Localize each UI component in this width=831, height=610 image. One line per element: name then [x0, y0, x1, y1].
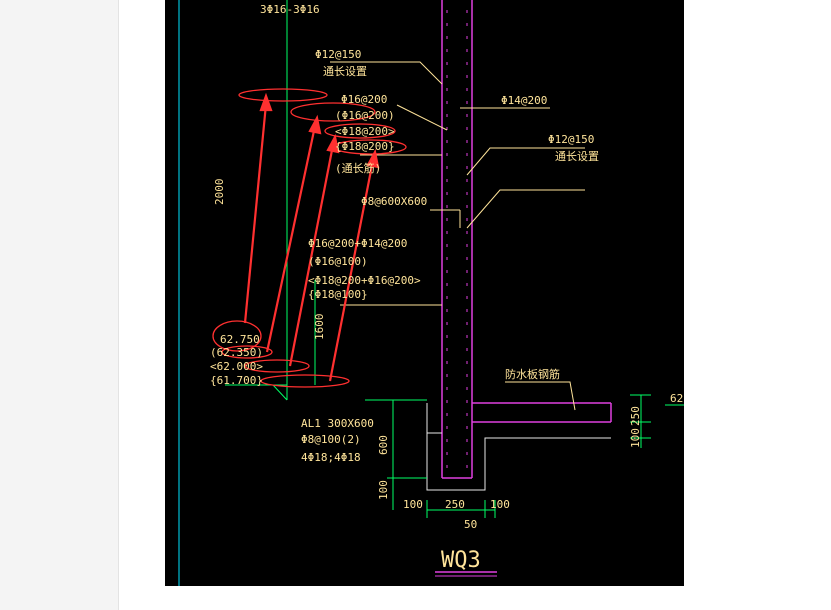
label-waterproof: 防水板钢筋: [505, 367, 560, 381]
wall-section-diagram: 3Φ16-3Φ16 Φ12@150 通长设置 Φ14@200 Φ12@150 通…: [178, 0, 684, 586]
label-elev-4: {61.700}: [210, 374, 263, 387]
label-vert-rebar-4: {Φ18@200}: [335, 140, 395, 153]
label-dim-600: 600: [377, 435, 390, 455]
annotation-ellipse-8: [260, 374, 350, 388]
wall-outline: [441, 0, 612, 479]
label-dist-note-2: Φ12@150: [548, 133, 594, 146]
annotation-arrow-3: [288, 144, 335, 367]
label-beam-bars: 4Φ18;4Φ18: [301, 451, 361, 464]
label-horiz-rebar: Φ14@200: [501, 94, 547, 107]
label-dim-100-right: 100: [629, 428, 642, 448]
label-dim-250-right: 250: [629, 406, 642, 426]
annotation-ellipses: [212, 88, 407, 388]
left-panel: [0, 0, 119, 610]
annotation-arrows: [243, 92, 380, 382]
label-beam-name: AL1 300X600: [301, 417, 374, 430]
annotation-ellipse-3: [324, 123, 396, 139]
label-elev-3: <62.000>: [210, 360, 263, 373]
label-beam-stirrup: Φ8@100(2): [301, 433, 361, 446]
annotation-arrow-4: [328, 159, 375, 382]
label-lower-rebar-4: {Φ18@100}: [308, 288, 368, 301]
label-elev-1: 62.750: [220, 333, 260, 346]
label-dist-note-1: Φ12@150: [315, 48, 361, 61]
label-lower-rebar-2: (Φ16@100): [308, 255, 368, 268]
annotation-ellipse-7: [244, 359, 310, 373]
leader-lines: [330, 61, 585, 411]
annotation-ellipse-2: [290, 102, 376, 122]
label-dim-100-b: 100: [490, 498, 510, 511]
label-elev-2: (62.350): [210, 346, 263, 359]
label-dim-50: 50: [464, 518, 477, 531]
label-through-note: (通长筋): [335, 161, 381, 175]
annotation-arrow-1: [243, 103, 268, 324]
label-lower-rebar-1: Φ16@200+Φ14@200: [308, 237, 407, 250]
label-vert-rebar-1: Φ16@200: [341, 93, 387, 106]
label-dist-note-1-sub: 通长设置: [323, 65, 367, 78]
label-top-rebar: 3Φ16-3Φ16: [260, 3, 320, 16]
label-dim-1600: 1600: [313, 314, 326, 341]
label-vertical-note: 2000: [213, 179, 226, 206]
annotation-ellipse-6: [221, 345, 273, 359]
annotation-arrow-2: [265, 125, 317, 353]
label-dim-250-bottom: 250: [445, 498, 465, 511]
annotation-ellipse-5: [212, 320, 262, 352]
label-side-elev: 62: [670, 392, 683, 405]
label-vert-rebar-3: <Φ18@200>: [335, 125, 395, 138]
label-vert-rebar-2: (Φ16@200): [335, 109, 395, 122]
annotation-ellipse-1: [238, 88, 328, 102]
wall-rebar: [446, 10, 468, 470]
dimension-lines: [225, 280, 684, 518]
label-tie-rebar: Φ8@600X600: [361, 195, 427, 208]
label-dim-100-a: 100: [403, 498, 423, 511]
foundation-outline: [426, 403, 611, 491]
drawing-title: WQ3: [441, 548, 481, 573]
label-lower-rebar-3: <Φ18@200+Φ16@200>: [308, 274, 421, 287]
label-dist-note-2-sub: 通长设置: [555, 150, 599, 163]
cad-drawing-canvas[interactable]: 3Φ16-3Φ16 Φ12@150 通长设置 Φ14@200 Φ12@150 通…: [165, 0, 684, 586]
label-dim-100-left: 100: [377, 480, 390, 500]
